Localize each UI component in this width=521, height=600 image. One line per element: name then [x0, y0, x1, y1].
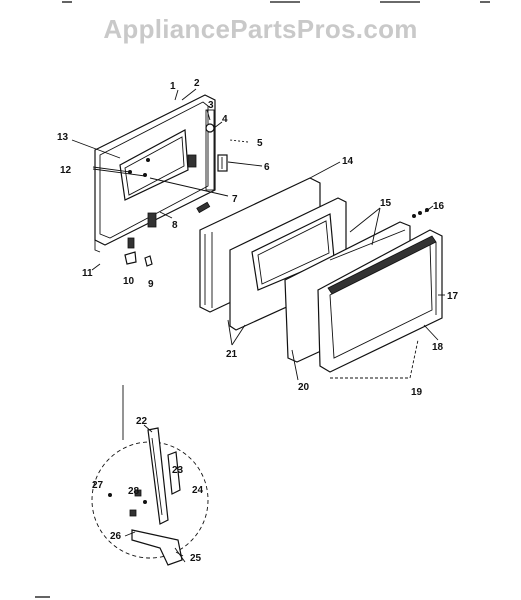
callout-9: 9 [148, 279, 154, 290]
callout-27: 27 [92, 480, 104, 491]
leader-19 [330, 339, 419, 379]
callout-11: 11 [82, 268, 93, 279]
callout-24: 24 [192, 485, 204, 496]
callout-12: 12 [60, 165, 72, 176]
small-parts-9-10 [124, 251, 153, 267]
inner-door-panel [94, 94, 216, 253]
leader-lines [71, 88, 445, 557]
callout-15: 15 [380, 198, 392, 209]
callout-2: 2 [194, 78, 200, 89]
hinge-detail [91, 385, 209, 566]
callout-14: 14 [342, 156, 354, 167]
callout-28: 28 [128, 486, 140, 497]
callout-16: 16 [433, 201, 445, 212]
callout-7: 7 [232, 194, 238, 205]
watermark-logo: AppliancePartsPros.com [103, 14, 418, 44]
callout-25: 25 [190, 553, 202, 564]
callout-4: 4 [222, 114, 228, 125]
screws-16 [412, 208, 429, 218]
callout-5: 5 [257, 138, 263, 149]
callout-20: 20 [298, 382, 310, 393]
door-frame-21 [199, 177, 347, 331]
callout-8: 8 [172, 220, 178, 231]
callout-17: 17 [447, 291, 459, 302]
outer-door-17 [317, 229, 443, 373]
callout-21: 21 [226, 349, 238, 360]
callout-6: 6 [264, 162, 270, 173]
callout-22: 22 [136, 416, 148, 427]
clip-part-6 [217, 154, 228, 172]
callout-labels: 1 2 3 4 5 6 7 8 9 10 11 12 13 14 15 16 1… [57, 78, 459, 564]
callout-23: 23 [172, 465, 184, 476]
callout-1: 1 [170, 81, 176, 92]
callout-10: 10 [123, 276, 135, 287]
callout-3: 3 [208, 100, 214, 111]
callout-19: 19 [411, 387, 423, 398]
callout-26: 26 [110, 531, 122, 542]
callout-18: 18 [432, 342, 444, 353]
callout-13: 13 [57, 132, 69, 143]
